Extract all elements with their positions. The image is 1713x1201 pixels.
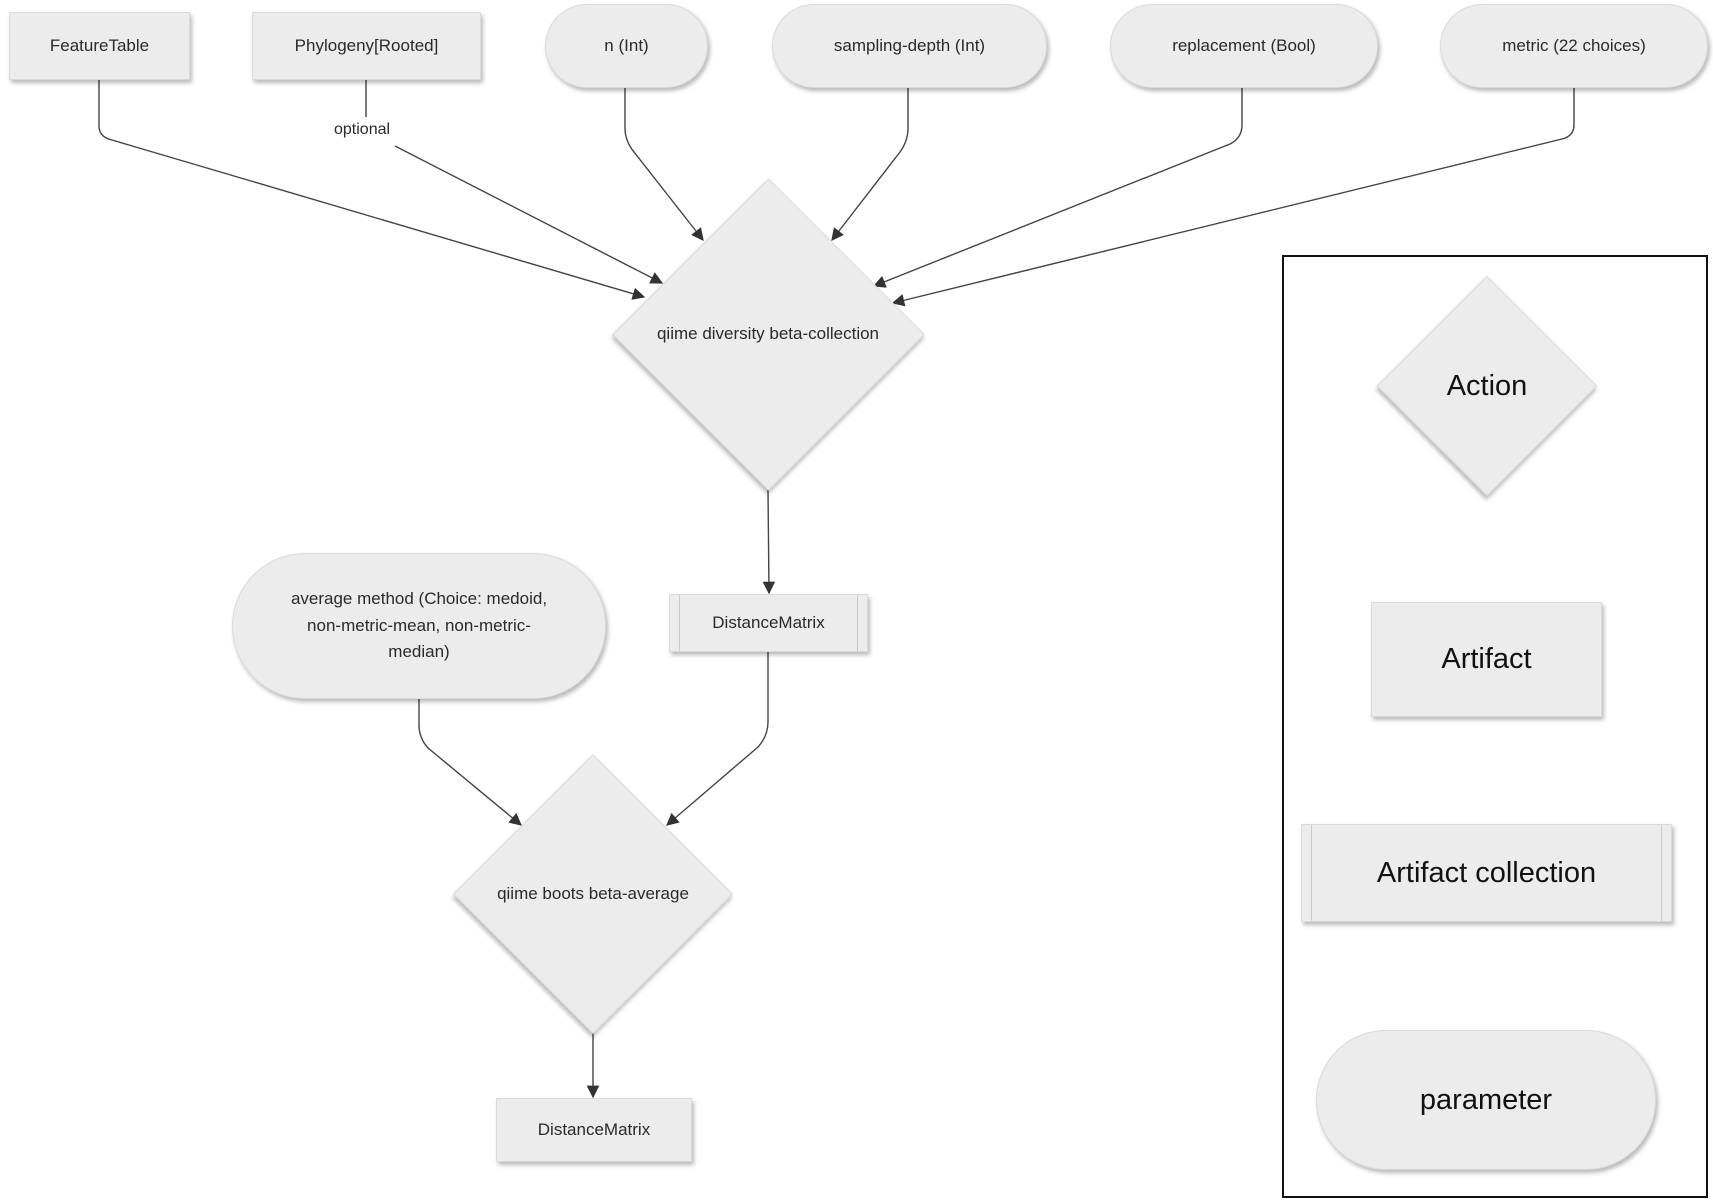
phylogeny-artifact[interactable]: Phylogeny[Rooted] [252,12,481,80]
legend-panel: Action Artifact Artifact collection para… [1282,255,1708,1198]
distance-matrix-collection-label: DistanceMatrix [712,612,825,632]
phylogeny-label: Phylogeny[Rooted] [294,35,439,55]
n-parameter[interactable]: n (Int) [545,4,708,88]
legend-artifact: Artifact [1371,602,1602,717]
feature-table-label: FeatureTable [49,35,150,55]
sampling-depth-label: sampling-depth (Int) [833,35,986,55]
feature-table-artifact[interactable]: FeatureTable [9,12,190,80]
edge-feature-table-to-beta-collection [98,80,646,300]
distance-matrix-output-artifact[interactable]: DistanceMatrix [496,1098,692,1162]
n-parameter-label: n (Int) [604,35,649,55]
edge-distance-matrix-to-beta-average [666,652,769,826]
edge-sampling-depth-to-beta-collection [831,88,909,241]
beta-average-action[interactable]: qiime boots beta-average [452,753,734,1035]
legend-action-label: Action [1446,369,1528,402]
legend-artifact-collection-label: Artifact collection [1376,856,1597,889]
replacement-label: replacement (Bool) [1172,35,1316,55]
optional-edge-label: optional [330,121,395,139]
edge-beta-collection-to-distance-matrix [762,489,776,595]
metric-label: metric (22 choices) [1502,35,1646,55]
edge-n-to-beta-collection [624,88,704,241]
legend-parameter-label: parameter [1419,1083,1553,1116]
edge-metric-to-beta-collection [891,88,1575,307]
replacement-parameter[interactable]: replacement (Bool) [1110,4,1378,88]
beta-average-label: qiime boots beta-average [497,884,689,903]
beta-collection-action[interactable]: qiime diversity beta-collection [611,177,925,491]
legend-action: Action [1376,275,1598,497]
edge-phylogeny-to-beta-collection [365,80,662,283]
sampling-depth-parameter[interactable]: sampling-depth (Int) [772,4,1047,88]
legend-parameter: parameter [1316,1030,1656,1170]
edge-average-method-to-beta-average [418,699,522,826]
distance-matrix-output-label: DistanceMatrix [537,1119,651,1139]
distance-matrix-collection[interactable]: DistanceMatrix [669,594,868,652]
legend-artifact-label: Artifact [1441,643,1532,676]
metric-parameter[interactable]: metric (22 choices) [1440,4,1708,88]
edge-replacement-to-beta-collection [872,88,1243,288]
legend-artifact-collection: Artifact collection [1301,824,1672,922]
average-method-label: average method (Choice: medoid, non-metr… [290,589,548,662]
beta-collection-label: qiime diversity beta-collection [656,324,880,343]
average-method-parameter[interactable]: average method (Choice: medoid, non-metr… [232,553,606,699]
